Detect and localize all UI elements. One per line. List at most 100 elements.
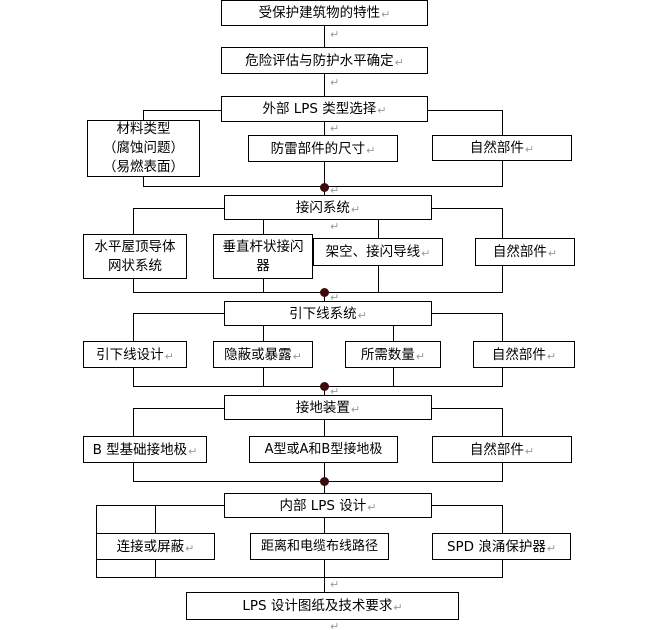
- node-internal-lps-design[interactable]: 内部 LPS 设计↵: [224, 493, 432, 518]
- branch-drop-material-type: [143, 110, 144, 120]
- node-type-b-foundation[interactable]: B 型基础接地极↵: [83, 436, 207, 463]
- node-internal-lps-design-label: 内部 LPS 设计: [279, 497, 367, 514]
- merge-riser-type-a-or-ab: [324, 463, 325, 481]
- branch-bus-external-lps-right: [428, 110, 502, 111]
- connector-risk-to-external-lps: [324, 74, 325, 96]
- branch-drop-natural-3: [502, 313, 503, 341]
- merge-riser-overhead-wire: [378, 266, 379, 292]
- node-natural-components-2-label: 自然部件: [492, 244, 547, 260]
- node-natural-components-4[interactable]: 自然部件↵: [432, 436, 572, 463]
- junction-dot-earthing: [320, 382, 329, 391]
- pilcrow-icon: ↵: [547, 247, 558, 260]
- node-down-conductor-design[interactable]: 引下线设计↵: [83, 341, 187, 368]
- branch-bus-down-right: [432, 313, 502, 314]
- branch-drop-natural-2: [502, 208, 503, 238]
- branch-drop-component-size: [324, 122, 325, 135]
- node-bonding-or-shielding[interactable]: 连接或屏蔽↵: [96, 533, 215, 560]
- pilcrow-icon: ↵: [381, 8, 391, 21]
- node-natural-components-1-label: 自然部件: [469, 140, 524, 156]
- node-distance-and-cable-routing[interactable]: 距离和电缆布线路径: [250, 533, 389, 560]
- branch-bus-down-left: [133, 313, 224, 314]
- node-material-type[interactable]: 材料类型 （腐蚀问题） （易燃表面）: [87, 120, 200, 177]
- pilcrow-icon: ↵: [330, 122, 340, 135]
- branch-bus-external-lps-left: [143, 110, 221, 111]
- node-type-a-or-ab[interactable]: A型或A和B型接地极: [249, 436, 398, 463]
- pilcrow-icon: ↵: [330, 385, 340, 398]
- node-horizontal-roof-mesh-label: 水平屋顶导体 网状系统: [94, 238, 176, 274]
- merge-bus-internal-lps: [133, 481, 503, 482]
- pilcrow-icon: ↵: [330, 620, 340, 630]
- branch-drop-vertical-rod: [263, 220, 264, 234]
- branch-drop-down-conductor-design: [133, 313, 134, 341]
- branch-drop-type-b: [133, 408, 134, 436]
- node-vertical-rod-label: 垂直杆状接闪 器: [222, 238, 304, 274]
- node-horizontal-roof-mesh[interactable]: 水平屋顶导体 网状系统: [83, 234, 187, 279]
- pilcrow-icon: ↵: [330, 184, 340, 197]
- branch-drop-quantity: [393, 326, 394, 341]
- pilcrow-icon: ↵: [367, 500, 377, 514]
- merge-riser-down-design: [133, 368, 134, 386]
- node-external-lps-type[interactable]: 外部 LPS 类型选择↵: [221, 96, 428, 122]
- node-bonding-or-shielding-label: 连接或屏蔽: [116, 538, 185, 555]
- node-spd-surge-protector[interactable]: SPD 浪涌保护器↵: [432, 533, 571, 560]
- node-down-conductor-system[interactable]: 引下线系统↵: [224, 301, 432, 326]
- merge-riser-natural-4: [502, 463, 503, 481]
- node-earthing-device[interactable]: 接地装置↵: [224, 395, 432, 420]
- merge-riser-natural-3: [502, 368, 503, 386]
- pilcrow-icon: ↵: [546, 541, 557, 555]
- pilcrow-icon: ↵: [185, 541, 195, 555]
- branch-bus-internal-right: [432, 505, 502, 506]
- node-natural-components-3-label: 自然部件: [491, 346, 546, 363]
- pilcrow-icon: ↵: [524, 143, 535, 156]
- node-type-b-foundation-label: B 型基础接地极: [92, 441, 188, 458]
- node-characteristics[interactable]: 受保护建筑物的特性↵: [221, 0, 428, 26]
- node-component-size-label: 防雷部件的尺寸: [270, 140, 366, 157]
- node-overhead-wire[interactable]: 架空、接闪导线↵: [313, 238, 443, 266]
- branch-drop-type-a-or-ab: [324, 420, 325, 436]
- node-spd-surge-protector-label: SPD 浪涌保护器: [446, 538, 546, 555]
- node-component-size[interactable]: 防雷部件的尺寸↵: [248, 135, 398, 162]
- branch-bus-air-right: [432, 208, 502, 209]
- node-vertical-rod[interactable]: 垂直杆状接闪 器: [213, 234, 313, 279]
- node-natural-components-3[interactable]: 自然部件↵: [473, 341, 575, 368]
- pilcrow-icon: ↵: [350, 202, 361, 216]
- node-air-termination-system[interactable]: 接闪系统↵: [224, 195, 432, 220]
- node-lps-drawings-and-specs-label: LPS 设计图纸及技术要求: [242, 598, 393, 614]
- merge-riser-vertical-rod: [263, 279, 264, 292]
- node-natural-components-1[interactable]: 自然部件↵: [432, 135, 572, 161]
- pilcrow-icon: ↵: [164, 349, 174, 363]
- merge-bus-final: [96, 577, 503, 578]
- junction-dot-down-conductor: [320, 288, 329, 297]
- branch-drop-concealed: [263, 326, 264, 341]
- merge-drop-internal-lps: [324, 481, 325, 493]
- node-risk-assessment[interactable]: 危险评估与防护水平确定↵: [221, 47, 428, 74]
- merge-riser-type-b: [133, 463, 134, 481]
- merge-riser-material-type: [143, 177, 144, 186]
- node-distance-and-cable-routing-label: 距离和电缆布线路径: [260, 538, 378, 554]
- node-natural-components-2[interactable]: 自然部件↵: [475, 238, 575, 266]
- branch-bus-internal-left: [96, 505, 224, 506]
- pilcrow-icon: ↵: [377, 104, 387, 117]
- node-air-termination-system-label: 接闪系统: [295, 199, 350, 216]
- merge-bus-earthing: [133, 386, 503, 387]
- merge-riser-concealed: [263, 368, 264, 386]
- node-risk-assessment-label: 危险评估与防护水平确定: [245, 52, 394, 69]
- branch-bus-earthing-left: [133, 408, 224, 409]
- junction-dot-internal-lps: [320, 477, 329, 486]
- node-down-conductor-design-label: 引下线设计: [96, 346, 164, 363]
- branch-drop-bonding: [155, 505, 156, 533]
- branch-drop-overhead-wire: [378, 220, 379, 238]
- node-concealed-or-exposed[interactable]: 隐蔽或暴露↵: [213, 341, 313, 368]
- merge-riser-natural-1: [502, 161, 503, 186]
- branch-bus-air-left: [133, 208, 224, 209]
- merge-bus-down-conductor: [133, 292, 503, 293]
- node-required-quantity[interactable]: 所需数量↵: [345, 341, 441, 368]
- pilcrow-icon: ↵: [366, 143, 376, 157]
- node-lps-drawings-and-specs[interactable]: LPS 设计图纸及技术要求↵: [186, 592, 459, 620]
- merge-riser-distance-routing: [324, 560, 325, 592]
- merge-riser-natural-2: [502, 266, 503, 292]
- branch-bus-earthing-right: [432, 408, 502, 409]
- node-concealed-or-exposed-label: 隐蔽或暴露: [224, 346, 292, 363]
- pilcrow-icon: ↵: [330, 76, 340, 89]
